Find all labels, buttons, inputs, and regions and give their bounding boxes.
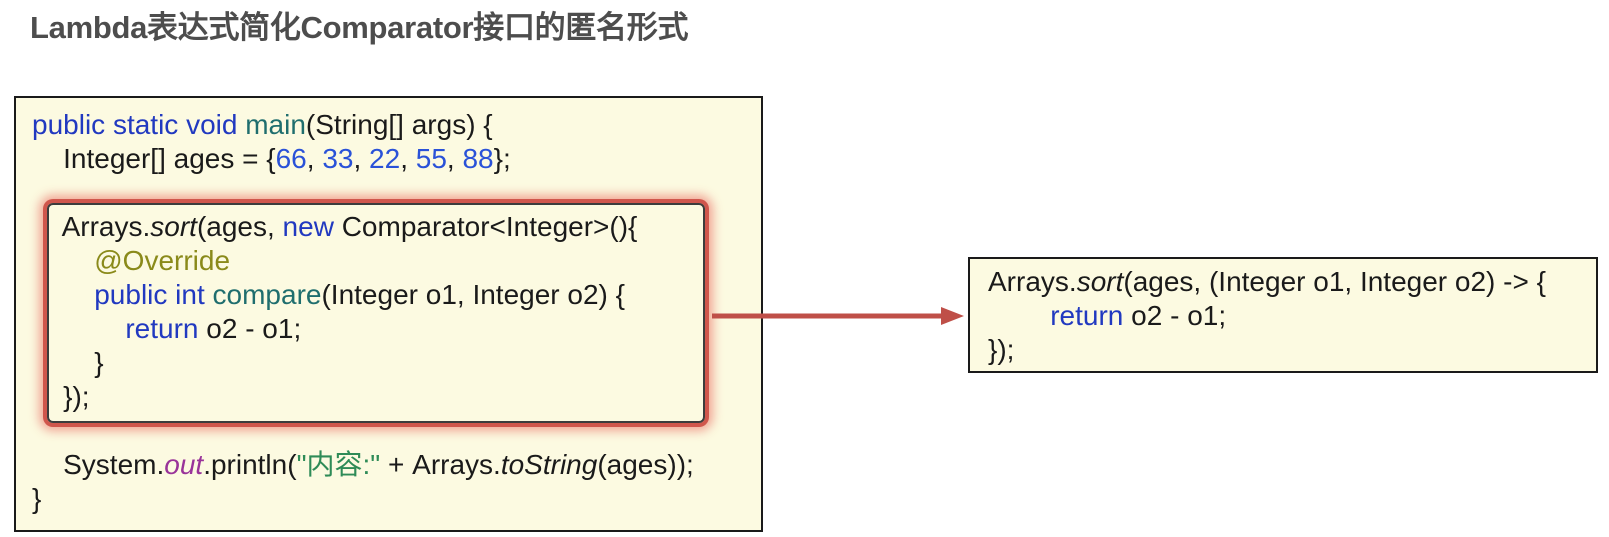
code-segment: o2 - o1; [1123,300,1227,331]
code-segment: 22 [369,143,401,174]
code-line [32,176,761,210]
code-segment: } [32,483,42,514]
code-segment: (ages, [196,211,283,242]
code-segment: (ages, (Integer o1, Integer o2) -> { [1123,266,1546,297]
code-segment: sort [150,211,197,242]
code-line: @Override [32,244,761,278]
code-line: }); [988,333,1596,367]
code-segment: "内容:" [296,449,381,480]
code-segment: sort [1076,266,1124,297]
code-line: Arrays.sort(ages, (Integer o1, Integer o… [988,265,1596,299]
code-segment: 33 [322,143,354,174]
code-segment: out [164,449,204,480]
code-line: System.out.println("内容:" + Arrays.toStri… [32,448,761,482]
code-segment: }); [32,381,90,412]
code-line: }); [32,380,761,414]
code-segment: + Arrays. [380,449,501,480]
code-segment: }); [988,334,1015,365]
code-segment: Arrays. [32,211,151,242]
code-line: } [32,346,761,380]
code-line: Integer[] ages = {66, 33, 22, 55, 88}; [32,142,761,176]
code-line: public static void main(String[] args) { [32,108,761,142]
code-segment: new [282,211,334,242]
code-line [32,414,761,448]
code-line: return o2 - o1; [988,299,1596,333]
code-segment: compare [212,279,322,310]
transform-arrow-icon [712,307,964,325]
code-segment: Comparator<Integer>(){ [333,211,638,242]
code-segment: (String[] args) { [305,109,493,140]
code-segment: } [32,347,104,378]
code-segment: @Override [32,245,231,276]
code-line: return o2 - o1; [32,312,761,346]
code-segment: Arrays. [988,266,1077,297]
code-line: } [32,482,761,516]
left-code-box: public static void main(String[] args) {… [14,96,763,532]
code-segment: public int [32,279,213,310]
code-segment: return [988,300,1124,331]
right-code-box: Arrays.sort(ages, (Integer o1, Integer o… [968,257,1598,373]
code-segment: 55 [415,143,447,174]
code-segment: (ages)); [597,449,694,480]
highlight-box [47,203,705,423]
code-segment: main [245,109,306,140]
code-segment: .println( [203,449,297,480]
code-segment: , [400,143,416,174]
code-segment: Integer[] ages = { [32,143,276,174]
code-segment: (Integer o1, Integer o2) { [321,279,625,310]
left-code: public static void main(String[] args) {… [16,98,761,516]
code-line: Arrays.sort(ages, new Comparator<Integer… [32,210,761,244]
code-segment: , [446,143,463,174]
code-segment: o2 - o1; [198,313,302,344]
code-segment: System. [32,449,165,480]
code-line: public int compare(Integer o1, Integer o… [32,278,761,312]
code-segment: }; [493,143,511,174]
code-segment: 88 [462,143,494,174]
code-segment: toString [500,449,598,480]
code-segment: public static void [32,109,246,140]
page-title: Lambda表达式简化Comparator接口的匿名形式 [30,10,689,45]
right-code: Arrays.sort(ages, (Integer o1, Integer o… [970,259,1596,367]
code-segment: 66 [275,143,307,174]
code-segment: return [32,313,199,344]
code-segment: , [353,143,370,174]
code-segment: , [306,143,323,174]
